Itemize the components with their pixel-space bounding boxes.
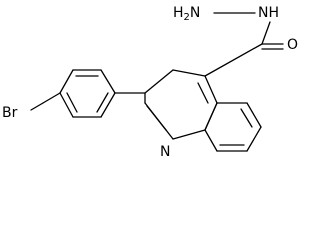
c-br-bond (30, 102, 44, 111)
bond (100, 69, 116, 94)
bond (240, 108, 253, 128)
carbohydrazide-group (204, 12, 284, 77)
bromine-label: Br (2, 105, 18, 121)
bond (261, 21, 271, 45)
bond (204, 102, 218, 131)
molecule-canvas: Br N O NH H2N (2, 5, 299, 160)
bond (246, 102, 262, 128)
ring-nitrogen-label: N (160, 144, 170, 160)
bond (204, 75, 218, 104)
bond (172, 69, 206, 77)
bond (172, 129, 206, 140)
bond (197, 82, 209, 104)
bond (96, 92, 109, 113)
carbonyl-oxygen-label: O (287, 37, 298, 53)
bond (204, 43, 263, 77)
hydrazide-nh2-label: H2N (173, 5, 200, 23)
bond (42, 92, 61, 104)
benzo-ring (204, 102, 262, 152)
hydrazide-nh-label: NH (258, 5, 279, 21)
bond (144, 69, 174, 94)
bromophenyl-ring (42, 69, 116, 118)
bond (204, 129, 218, 152)
bond (246, 126, 262, 152)
bond (66, 92, 78, 113)
bond (146, 105, 167, 131)
bond (59, 92, 74, 118)
bond (59, 69, 74, 94)
bond (100, 92, 116, 118)
structure-drawing: Br N O NH H2N (2, 5, 298, 160)
